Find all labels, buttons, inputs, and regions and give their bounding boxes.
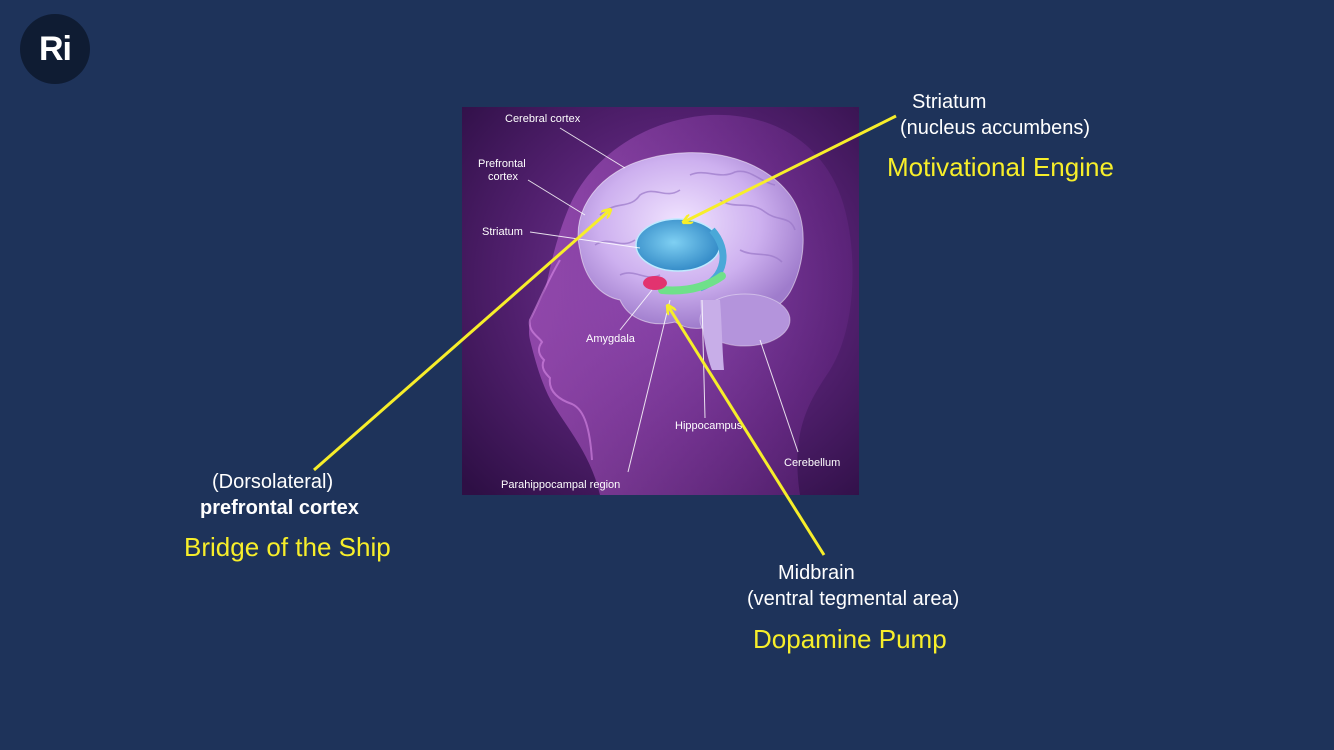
arrow-striatum xyxy=(684,114,897,222)
label-prefrontal-line2: cortex xyxy=(488,171,518,183)
label-cerebral-cortex: Cerebral cortex xyxy=(505,113,581,125)
ri-logo: Ri xyxy=(20,14,90,84)
label-striatum: Striatum xyxy=(482,226,523,238)
image-leader-lines xyxy=(527,127,799,473)
label-prefrontal-line1: Prefrontal xyxy=(478,158,526,170)
midbrain-name: Midbrain xyxy=(778,562,855,584)
pfc-qualifier: (Dorsolateral) xyxy=(212,471,334,493)
label-amygdala: Amygdala xyxy=(586,333,636,345)
midbrain-detail: (ventral tegmental area) xyxy=(747,588,960,610)
pfc-role: Bridge of the Ship xyxy=(184,532,391,562)
striatum-role: Motivational Engine xyxy=(887,152,1114,182)
arrow-prefrontal xyxy=(313,210,610,472)
striatum-name: Striatum xyxy=(912,91,987,113)
arrow-midbrain xyxy=(668,306,826,556)
striatum-detail: (nucleus accumbens) xyxy=(900,117,1091,139)
midbrain-role: Dopamine Pump xyxy=(753,624,947,654)
brainstem xyxy=(700,300,724,370)
label-parahippocampal: Parahippocampal region xyxy=(501,479,620,491)
amygdala-shape xyxy=(643,276,667,290)
label-hippocampus: Hippocampus xyxy=(675,420,743,432)
hippocampus-shape xyxy=(658,272,726,295)
pfc-name: prefrontal cortex xyxy=(200,497,359,519)
label-cerebellum: Cerebellum xyxy=(784,457,840,469)
cerebellum xyxy=(699,293,791,347)
face-profile xyxy=(528,259,593,461)
striatum-shape xyxy=(635,218,721,272)
